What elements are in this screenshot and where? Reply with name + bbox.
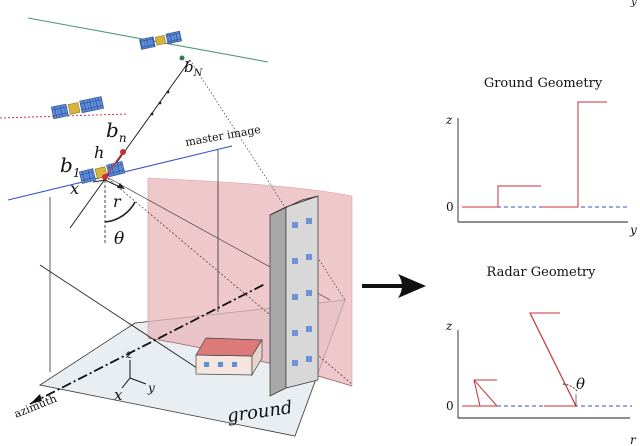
- azimuth-arrowhead: [30, 394, 42, 404]
- axis-triad: [121, 360, 147, 389]
- h-segment: [104, 151, 124, 178]
- transition-arrow-icon: [362, 274, 426, 298]
- label-b-N: bN: [184, 58, 204, 79]
- label-axis-y: y: [147, 381, 155, 395]
- theta-arc: [104, 201, 136, 223]
- satellite-top-icon: [139, 30, 182, 50]
- los-line-2: [189, 59, 346, 301]
- label-axis-z: z: [125, 347, 133, 361]
- label-b-1: b1: [60, 153, 80, 180]
- label-corner-y: y: [630, 0, 637, 8]
- label-h: h: [94, 143, 104, 162]
- point-b-N: [179, 55, 185, 61]
- cross-line: [39, 264, 201, 371]
- radar-geometry-plot: [457, 312, 632, 419]
- label-axis-x: x: [114, 386, 123, 404]
- radar-r-label: r: [630, 433, 637, 446]
- satellite-middle-icon: [50, 96, 104, 120]
- ground-zero-label: 0: [446, 200, 454, 214]
- baseline-line: [69, 59, 191, 229]
- ground-y-label: y: [629, 223, 637, 237]
- house: [195, 337, 263, 377]
- label-x-sat: x: [70, 179, 79, 198]
- baseline-dots: [150, 90, 170, 116]
- radar-zero-label: 0: [446, 399, 454, 413]
- radar-theta-label: θ: [576, 375, 585, 393]
- ground-geometry-plot: [457, 101, 630, 223]
- label-r-sat: r: [113, 192, 122, 211]
- x-arrow: [92, 179, 106, 183]
- radar-geometry-title: Radar Geometry: [487, 265, 597, 280]
- label-azimuth: azimuth: [12, 392, 59, 421]
- curtain-base-curve: [147, 337, 353, 387]
- ground-geometry-title: Ground Geometry: [484, 76, 603, 91]
- tower: [269, 195, 319, 397]
- radar-z-label: z: [445, 319, 453, 333]
- azimuth-axis: [29, 283, 266, 405]
- label-b-n: bn: [106, 118, 127, 145]
- r-arrowhead: [117, 183, 125, 189]
- ground-z-label: z: [445, 113, 453, 127]
- label-master-image: master image: [184, 123, 261, 149]
- label-theta-sat: θ: [114, 229, 124, 249]
